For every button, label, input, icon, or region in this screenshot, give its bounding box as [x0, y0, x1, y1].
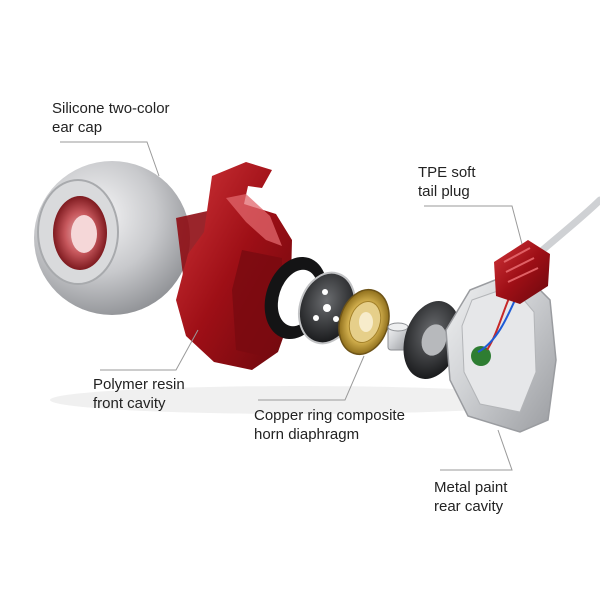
magnet-top — [387, 322, 409, 332]
label-diaphragm-line2: horn diaphragm — [254, 426, 360, 443]
label-front-cavity-line1: Polymer resin — [93, 376, 185, 393]
label-tail-plug-line2: tail plug — [418, 183, 470, 200]
rear-cavity-pcb — [471, 346, 491, 366]
cable — [534, 196, 600, 258]
front-cavity — [176, 162, 292, 370]
tail-plug-ridge — [503, 247, 539, 283]
ear-cap-core — [71, 215, 97, 253]
leader-line-rear-cavity — [440, 429, 513, 471]
leader-lines — [60, 141, 523, 471]
label-diaphragm-line1: Copper ring composite — [254, 407, 405, 424]
label-front-cavity: Polymer resin front cavity — [93, 375, 185, 413]
tail-plug — [494, 196, 600, 304]
damping-disc-hole — [323, 304, 331, 312]
driver-unit — [403, 301, 461, 379]
label-tail-plug: TPE soft tail plug — [418, 163, 476, 201]
leader-line-front-cavity — [100, 329, 199, 371]
label-rear-cavity: Metal paint rear cavity — [434, 478, 507, 516]
label-tail-plug-line1: TPE soft — [418, 164, 476, 181]
label-rear-cavity-line2: rear cavity — [434, 498, 504, 515]
label-front-cavity-line2: front cavity — [93, 395, 166, 412]
rear-cavity — [445, 269, 557, 433]
label-ear-cap-line1: Silicone two-color — [52, 100, 170, 117]
leader-line-ear-cap — [60, 141, 160, 177]
front-cavity-face — [232, 250, 282, 356]
label-rear-cavity-line1: Metal paint — [434, 479, 508, 496]
damping-disc-hole — [313, 315, 319, 321]
leader-line-diaphragm — [258, 355, 365, 401]
leader-line-tail-plug — [424, 205, 523, 245]
label-ear-cap: Silicone two-color ear cap — [52, 99, 170, 137]
damping-disc-hole — [322, 289, 328, 295]
diaphragm-dome — [359, 312, 373, 332]
tail-plug-body — [494, 240, 550, 304]
ear-cap — [34, 161, 190, 315]
label-ear-cap-line2: ear cap — [52, 119, 103, 136]
front-cavity-highlight — [226, 194, 282, 246]
label-diaphragm: Copper ring composite horn diaphragm — [254, 406, 405, 444]
driver-unit-cap — [421, 324, 447, 356]
damping-disc-hole — [333, 316, 339, 322]
diaphragm — [338, 289, 390, 355]
